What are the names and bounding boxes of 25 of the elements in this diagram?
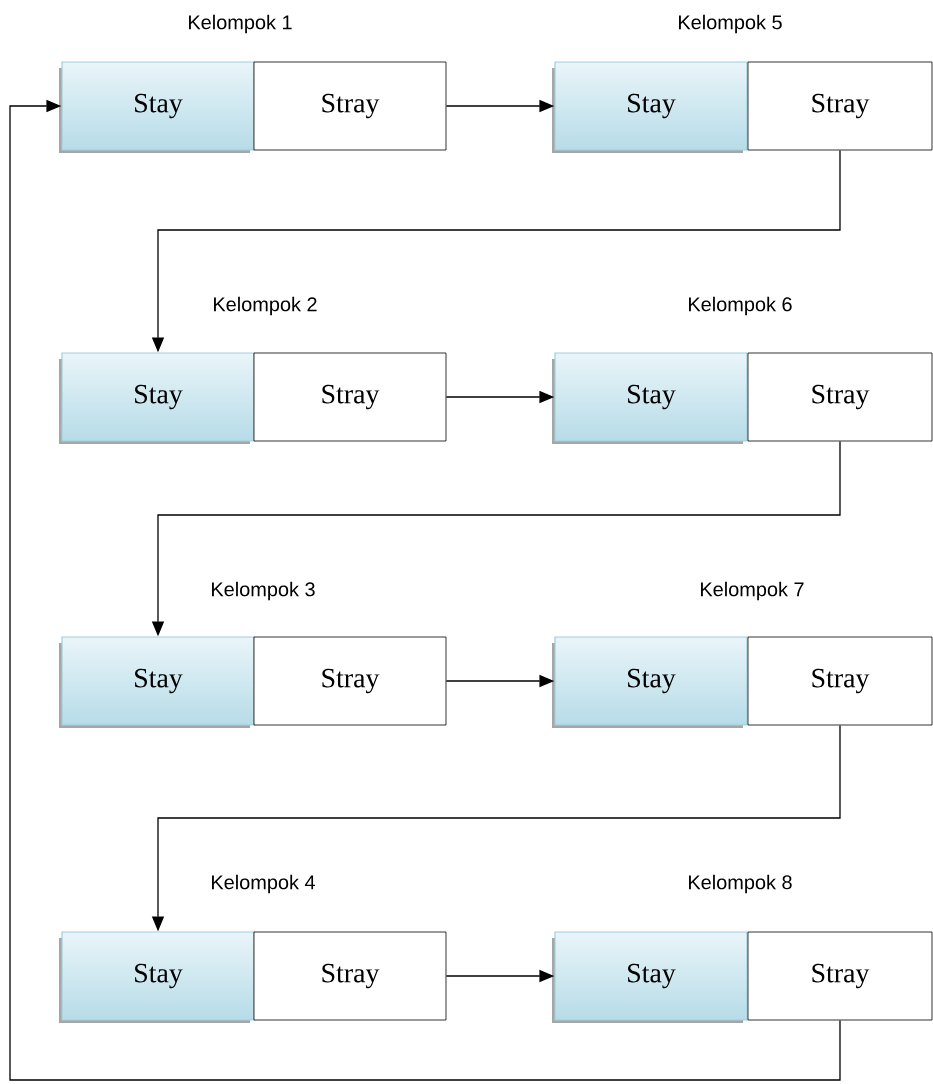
stay-box: Stay — [552, 931, 748, 1023]
group-label: Kelompok 8 — [689, 874, 792, 894]
stay-box: Stay — [552, 61, 748, 153]
group-label: Kelompok 1 — [189, 14, 292, 34]
group-label: Kelompok 3 — [212, 581, 315, 601]
stay-box: Stay — [552, 352, 748, 444]
stay-box: Stay — [59, 352, 255, 444]
arrow — [9, 99, 841, 1081]
group-label: Kelompok 5 — [679, 14, 782, 34]
group-label: Kelompok 2 — [214, 296, 317, 316]
stray-box: Stray — [747, 352, 933, 442]
stray-box: Stray — [253, 61, 447, 151]
group-label: Kelompok 4 — [212, 874, 315, 894]
group-label: Kelompok 7 — [701, 581, 804, 601]
stray-box: Stray — [253, 352, 447, 442]
stray-box: Stray — [747, 931, 933, 1021]
stay-box: Stay — [59, 931, 255, 1023]
stray-box: Stray — [253, 931, 447, 1021]
stray-box: Stray — [747, 636, 933, 726]
stay-box: Stay — [59, 636, 255, 728]
stay-box: Stay — [59, 61, 255, 153]
group-label: Kelompok 6 — [689, 296, 792, 316]
stay-box: Stay — [552, 636, 748, 728]
stray-box: Stray — [253, 636, 447, 726]
stray-box: Stray — [747, 61, 933, 151]
